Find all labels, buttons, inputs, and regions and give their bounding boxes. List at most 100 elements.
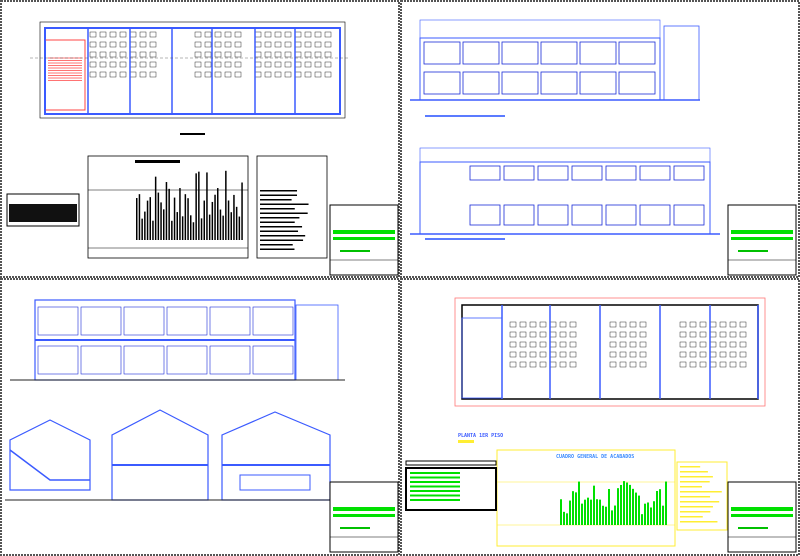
desk bbox=[89, 61, 97, 68]
chart-bar bbox=[225, 170, 227, 240]
desk bbox=[264, 51, 272, 58]
chart-bar bbox=[203, 200, 205, 240]
legend-line bbox=[680, 501, 720, 503]
desk bbox=[689, 331, 697, 338]
desk bbox=[689, 351, 697, 358]
finish-bar bbox=[599, 499, 601, 525]
window bbox=[462, 71, 500, 95]
note-line bbox=[260, 244, 293, 246]
desk bbox=[149, 71, 157, 78]
desk bbox=[679, 351, 687, 358]
finish-bar bbox=[614, 505, 616, 525]
desk bbox=[639, 331, 647, 338]
desk bbox=[539, 351, 547, 358]
note-line bbox=[260, 221, 295, 223]
desk bbox=[739, 341, 747, 348]
note-line bbox=[260, 212, 308, 214]
summary-row bbox=[410, 494, 460, 497]
desk bbox=[204, 61, 212, 68]
desk bbox=[629, 331, 637, 338]
desk bbox=[569, 351, 577, 358]
chart-bar bbox=[206, 172, 208, 240]
desk bbox=[149, 61, 157, 68]
desk bbox=[224, 71, 232, 78]
desk bbox=[284, 41, 292, 48]
room-bay bbox=[123, 345, 165, 375]
finish-bar bbox=[566, 513, 568, 525]
desk bbox=[89, 71, 97, 78]
desk bbox=[109, 51, 117, 58]
desk bbox=[529, 341, 537, 348]
title-block-sheet-1 bbox=[329, 204, 399, 276]
desk bbox=[569, 321, 577, 328]
finish-bar bbox=[623, 481, 625, 525]
window bbox=[503, 165, 535, 181]
desk bbox=[264, 41, 272, 48]
chart-bar bbox=[198, 171, 200, 240]
chart-bar bbox=[190, 215, 192, 240]
desk bbox=[619, 341, 627, 348]
legend-line bbox=[680, 491, 722, 493]
legend-line bbox=[680, 481, 710, 483]
window bbox=[579, 71, 617, 95]
desk bbox=[139, 61, 147, 68]
desk bbox=[729, 331, 737, 338]
chart-bar bbox=[165, 182, 168, 240]
finish-bar bbox=[656, 490, 658, 525]
desk bbox=[619, 351, 627, 358]
small-table-top-left bbox=[6, 193, 80, 227]
window bbox=[469, 165, 501, 181]
finish-bar bbox=[635, 492, 637, 525]
desk bbox=[139, 71, 147, 78]
chart-bar bbox=[241, 182, 243, 240]
room-bay bbox=[37, 345, 79, 375]
chart-bar bbox=[163, 209, 165, 240]
finishes-schedule: CUADRO GENERAL DE ACABADOS bbox=[496, 449, 676, 547]
desk bbox=[719, 351, 727, 358]
floor-plan-title: PLANTA 1ER PISO bbox=[458, 433, 503, 439]
desk bbox=[204, 41, 212, 48]
desk bbox=[529, 351, 537, 358]
summary-row bbox=[410, 490, 460, 492]
desk bbox=[719, 331, 727, 338]
desk bbox=[539, 361, 547, 368]
desk bbox=[719, 361, 727, 368]
window bbox=[540, 41, 578, 65]
desk bbox=[539, 331, 547, 338]
desk bbox=[119, 71, 127, 78]
summary-row bbox=[410, 499, 460, 501]
chart-bar bbox=[192, 222, 195, 240]
finishes-schedule-title: CUADRO GENERAL DE ACABADOS bbox=[556, 454, 634, 460]
title-block-band bbox=[731, 514, 793, 517]
desk bbox=[699, 341, 707, 348]
room-bay bbox=[209, 345, 251, 375]
note-line bbox=[260, 235, 306, 237]
chart-bar bbox=[168, 188, 170, 240]
title-block-sheet-2 bbox=[727, 204, 797, 276]
desk bbox=[689, 321, 697, 328]
chart-bar bbox=[176, 212, 178, 240]
desk bbox=[119, 61, 127, 68]
legend-line bbox=[680, 466, 701, 468]
desk bbox=[539, 321, 547, 328]
desk bbox=[519, 361, 527, 368]
note-line bbox=[260, 230, 299, 232]
desk bbox=[234, 71, 242, 78]
desk bbox=[619, 361, 627, 368]
desk bbox=[324, 51, 332, 58]
window bbox=[503, 204, 535, 226]
desk bbox=[619, 331, 627, 338]
legend-line bbox=[680, 516, 703, 518]
desk bbox=[99, 31, 107, 38]
desk bbox=[719, 321, 727, 328]
desk bbox=[739, 361, 747, 368]
note-line bbox=[260, 203, 309, 205]
desk bbox=[89, 41, 97, 48]
title-block-band bbox=[333, 514, 395, 517]
desk bbox=[629, 351, 637, 358]
chart-bar bbox=[230, 212, 232, 240]
desk bbox=[529, 321, 537, 328]
finish-bar bbox=[659, 489, 661, 525]
finish-bar bbox=[608, 488, 610, 525]
